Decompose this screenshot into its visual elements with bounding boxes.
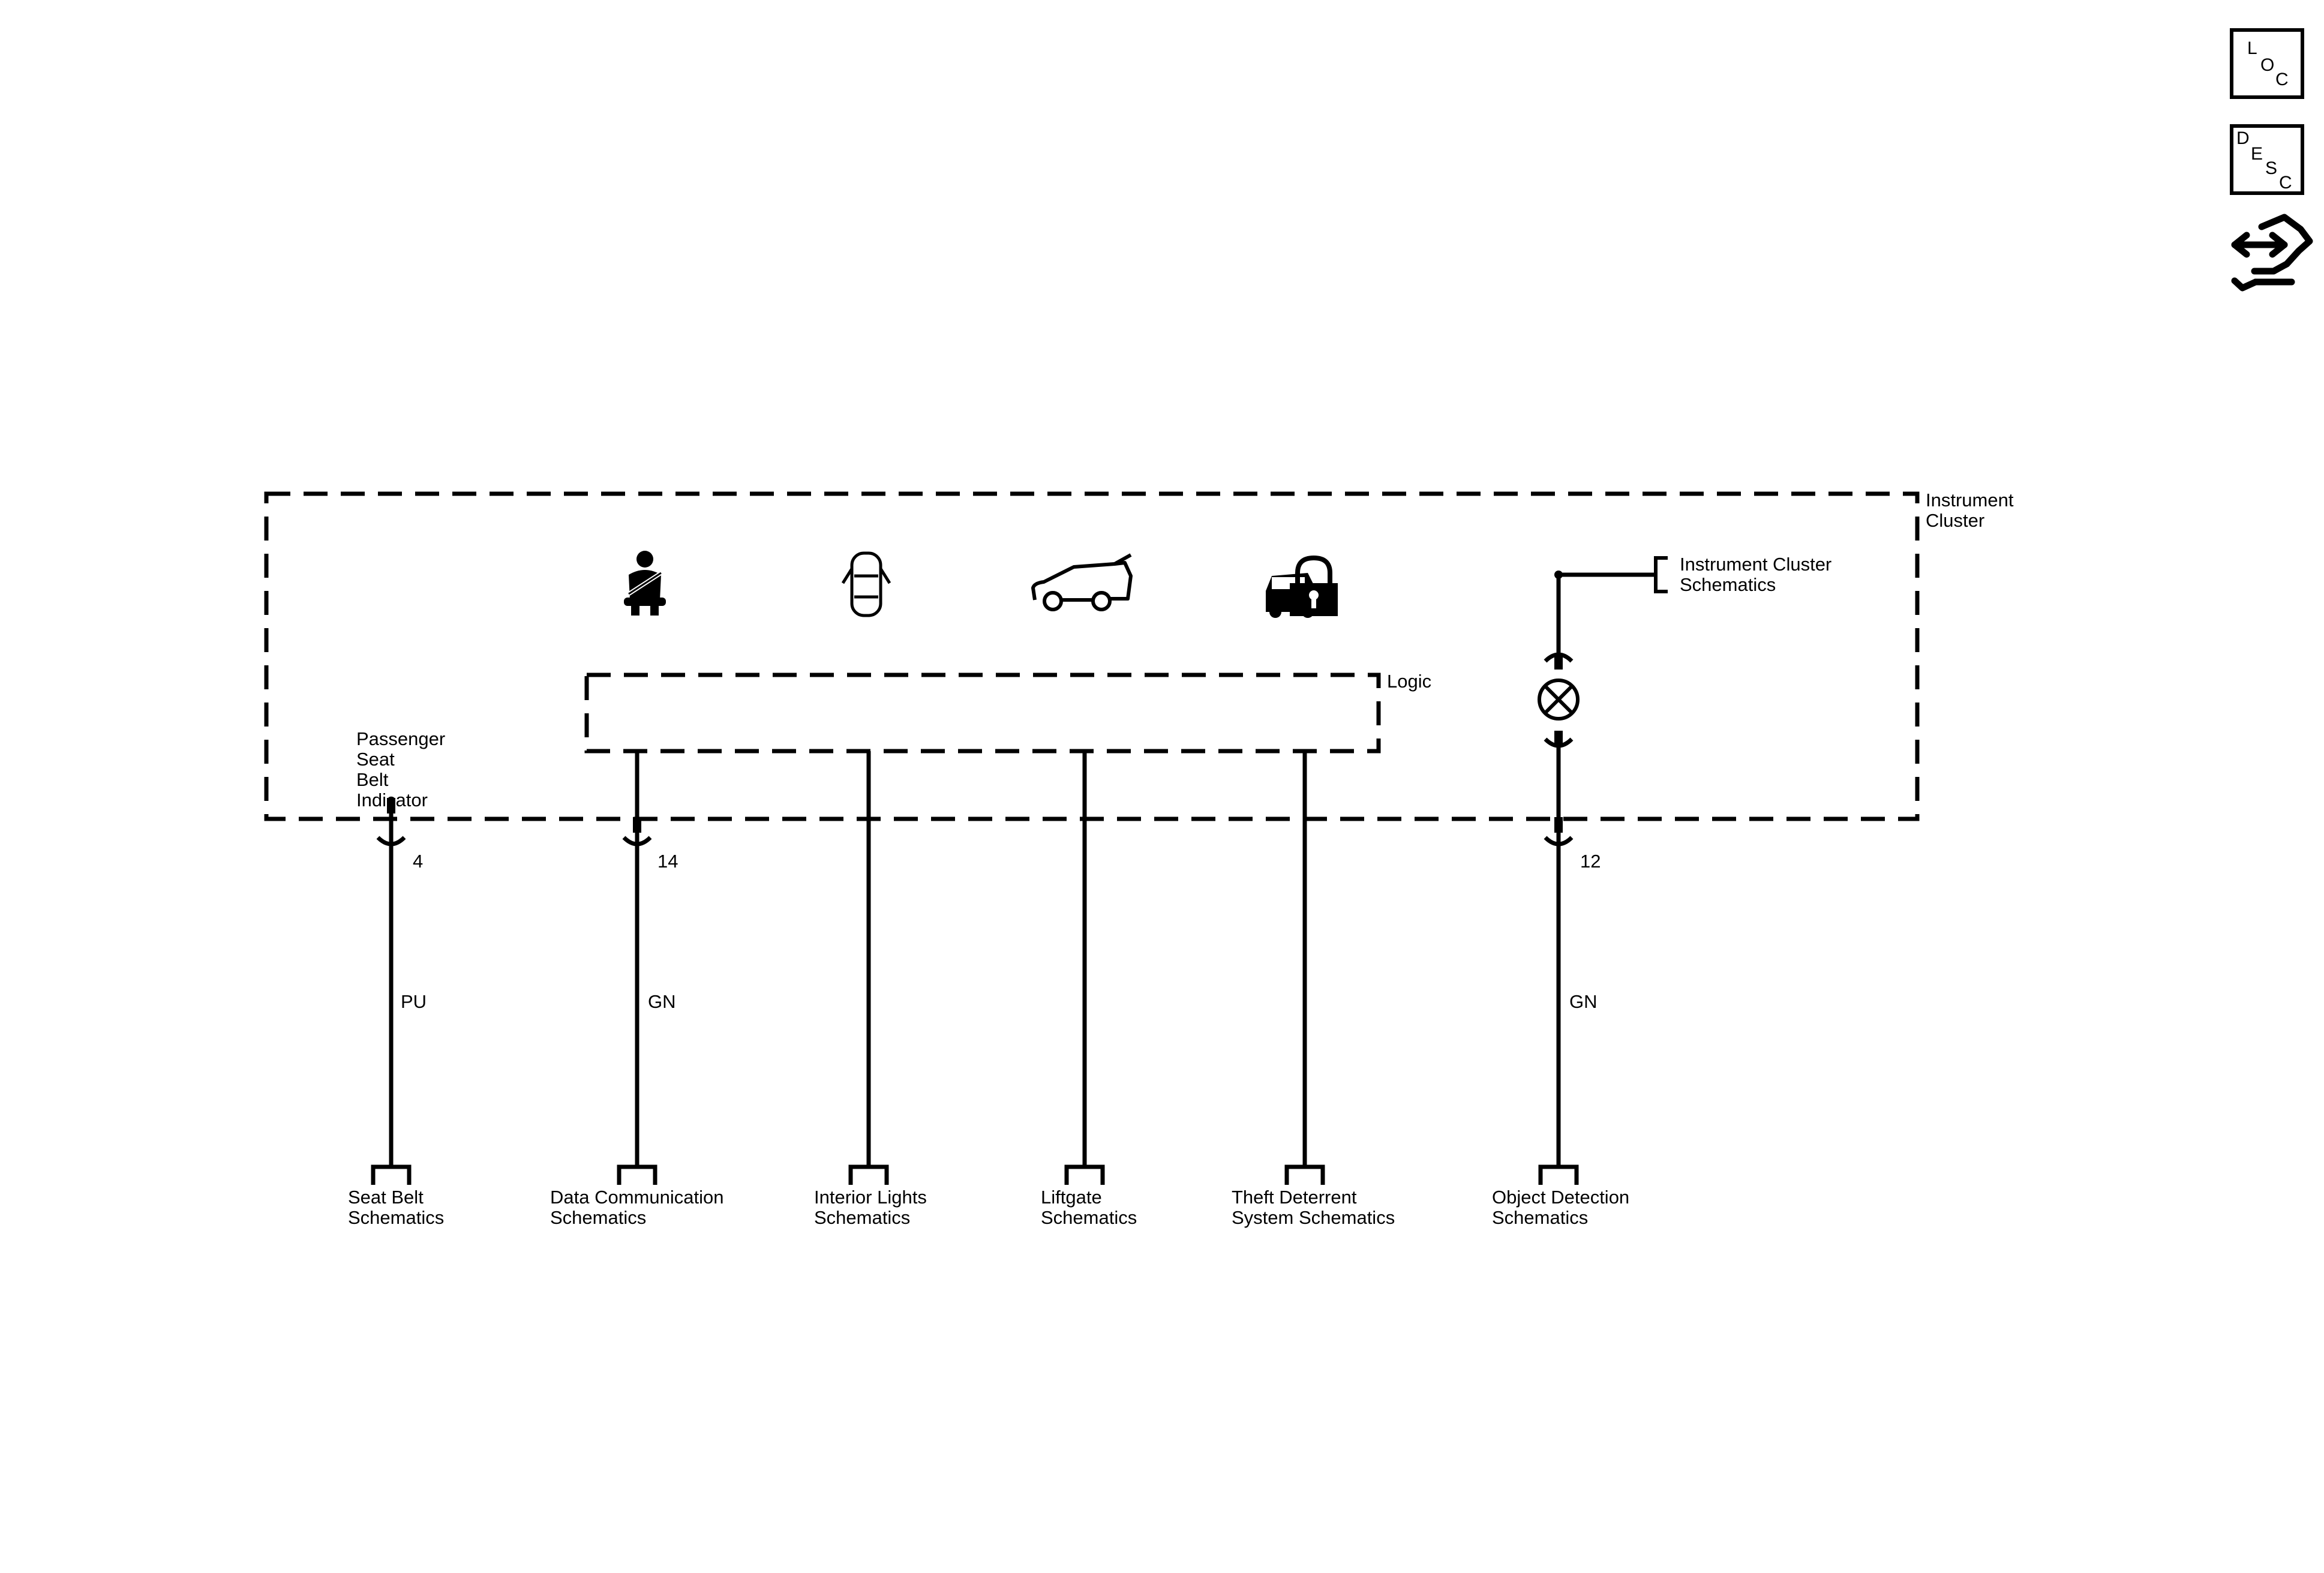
pin-connectors [376,836,1574,846]
desc-letter-e: E [2251,144,2263,164]
logic-box [584,673,1381,754]
ref-seat-belt-line1: Seat Belt [348,1187,424,1208]
ref-object-detection-schematics[interactable]: Object Detection Schematics [1492,1187,1629,1228]
indicator-label-2: Seat [356,749,395,770]
desc-letter-d: D [2236,128,2250,148]
instrument-cluster-label-2: Cluster [1926,510,1984,531]
ref-object-detection-line2: Schematics [1492,1207,1588,1228]
ref-data-communication-schematics[interactable]: Data Communication Schematics [550,1187,723,1228]
door-open-icon [841,551,891,617]
indicator-label-4: Indicator [356,789,428,810]
ref-liftgate-line2: Schematics [1041,1207,1137,1228]
logic-wires [635,751,1307,1167]
ref-liftgate-line1: Liftgate [1041,1187,1102,1208]
ref-liftgate-schematics[interactable]: Liftgate Schematics [1041,1187,1137,1228]
ref-theft-line1: Theft Deterrent [1232,1187,1357,1208]
pin-14-label: 14 [657,851,678,872]
ref-data-comm-line1: Data Communication [550,1187,723,1208]
lamp-circuit [1544,571,1656,1167]
pin-4-label: 4 [413,851,423,872]
ic-schematics-bracket [1654,556,1668,593]
loc-letter-c: C [2275,70,2289,89]
ref-object-detection-line1: Object Detection [1492,1187,1629,1208]
ref-data-comm-line2: Schematics [550,1207,646,1228]
ref-theft-line2: System Schematics [1232,1207,1395,1228]
ref-theft-deterrent-schematics[interactable]: Theft Deterrent System Schematics [1232,1187,1395,1228]
wire-color-gn-12: GN [1569,991,1598,1012]
ref-interior-lights-line1: Interior Lights [814,1187,927,1208]
wire-color-gn-14: GN [648,991,676,1012]
desc-button[interactable]: D E S C [2230,124,2304,195]
ic-schematics-label-1: Instrument Cluster [1680,554,1831,575]
ref-seat-belt-line2: Schematics [348,1207,444,1228]
desc-letter-c: C [2279,173,2292,193]
connector-icon[interactable] [2231,214,2313,292]
lamp-icon [1538,679,1580,721]
loc-letter-l: L [2247,38,2257,58]
pin-12-label: 12 [1580,851,1601,872]
ref-brackets [371,1164,1579,1185]
loc-letter-o: O [2260,55,2274,75]
instrument-cluster-box [264,491,1920,821]
wire-color-pu: PU [401,991,427,1012]
seat-belt-icon [624,551,666,616]
instrument-cluster-label-1: Instrument [1926,490,2014,511]
loc-button[interactable]: L O C [2230,28,2304,99]
ref-interior-lights-line2: Schematics [814,1207,910,1228]
ref-interior-lights-schematics[interactable]: Interior Lights Schematics [814,1187,927,1228]
indicator-label-1: Passenger [356,728,445,749]
desc-letter-s: S [2265,158,2277,178]
liftgate-icon [1031,553,1133,611]
ic-schematics-label-2: Schematics [1680,574,1776,595]
indicator-label-3: Belt [356,769,389,790]
ref-seat-belt-schematics[interactable]: Seat Belt Schematics [348,1187,444,1228]
logic-label: Logic [1387,671,1431,692]
theft-deterrent-icon [1266,555,1338,618]
